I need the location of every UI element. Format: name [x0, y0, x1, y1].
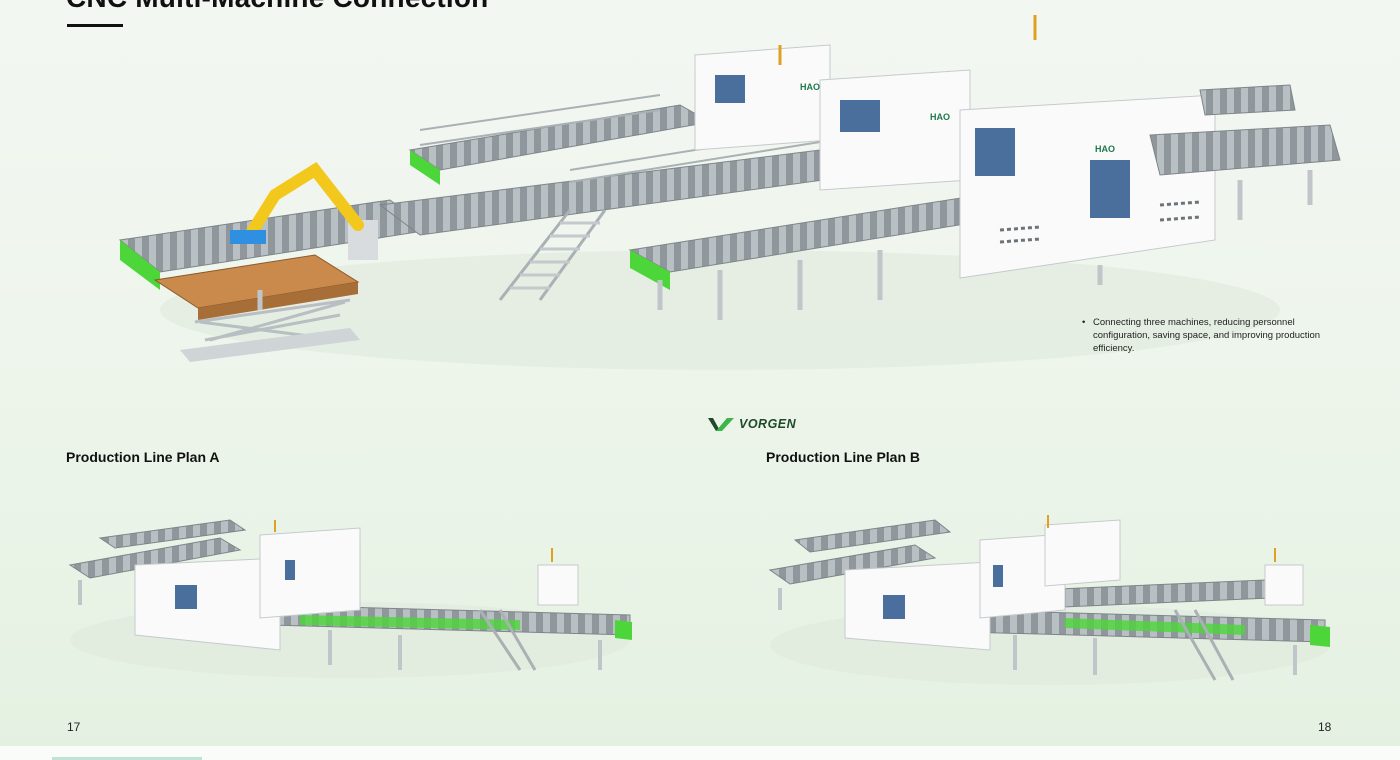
bottom-accent-line [52, 757, 202, 760]
title-underline [67, 24, 123, 27]
svg-text:HAO: HAO [800, 82, 820, 92]
plan-b-label: Production Line Plan B [766, 449, 921, 465]
bottom-strip [0, 746, 1400, 760]
cnc-machine-1: HAO [694, 44, 831, 151]
plan-a-illustration [68, 519, 632, 678]
page-number-right: 18 [1318, 720, 1332, 734]
page-title: CNC Multi-Machine Connection [66, 0, 488, 14]
robot-arm [230, 162, 378, 260]
plan-b-illustration [768, 515, 1330, 685]
cnc-machine-3: HAO [959, 94, 1216, 279]
plan-a-label: Production Line Plan A [66, 449, 220, 465]
svg-text:HAO: HAO [930, 112, 950, 122]
page-number-left: 17 [67, 720, 81, 734]
cnc-machine-2: HAO [819, 69, 971, 191]
vorgen-logo: VORGEN [708, 416, 796, 432]
hero-production-line-illustration: HAO HAO HAO [118, 15, 1341, 370]
svg-text:HAO: HAO [1095, 144, 1115, 154]
hero-note-list: Connecting three machines, reducing pers… [1082, 316, 1344, 355]
logo-text: VORGEN [739, 417, 797, 431]
vorgen-logo-mark-icon [708, 418, 734, 431]
hero-note: Connecting three machines, reducing pers… [1082, 316, 1344, 355]
wood-stack-lift [153, 254, 360, 362]
